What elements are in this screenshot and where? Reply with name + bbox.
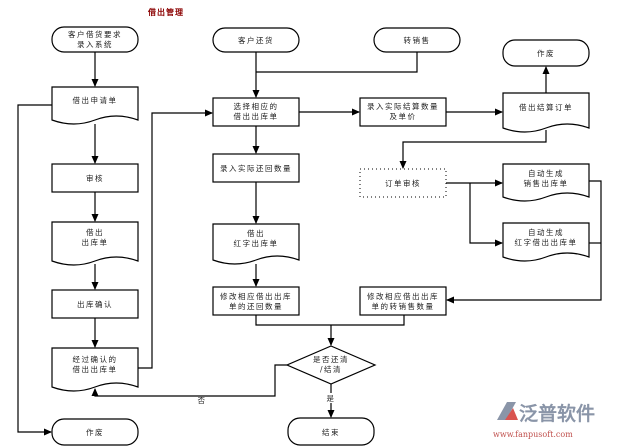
svg-text:及单价: 及单价	[390, 111, 417, 121]
svg-text:自动生成: 自动生成	[528, 168, 564, 178]
confirmed-document: 经过确认的 借出出库单	[51, 347, 139, 392]
return-terminator: 客户还货	[212, 27, 300, 53]
svg-text:单的转销售数量: 单的转销售数量	[372, 301, 435, 311]
mod-return-process: 修改相应借出出库 单的还回数量	[212, 286, 300, 316]
svg-text:录入实际还回数量: 录入实际还回数量	[220, 163, 292, 173]
svg-text:结束: 结束	[322, 427, 340, 437]
outbound-document: 借出 出库单	[51, 221, 139, 266]
svg-text:自动生成: 自动生成	[528, 227, 564, 237]
connectors	[17, 52, 602, 436]
svg-text:客户还货: 客户还货	[238, 35, 274, 45]
auto-sale-document: 自动生成 销售出库单	[502, 163, 590, 202]
svg-text:借出结算订单: 借出结算订单	[519, 102, 573, 112]
settle-input-process: 录入实际结算数量 及单价	[359, 97, 447, 127]
red-out-document: 借出 红字出库单	[212, 223, 300, 265]
svg-text:借出: 借出	[86, 227, 104, 237]
watermark-logo: 泛普软件 www.fanpusoft.com	[493, 402, 595, 439]
void-right-terminator: 作废	[502, 39, 590, 67]
svg-text:选择相应的: 选择相应的	[234, 101, 279, 111]
svg-text:借出出库单: 借出出库单	[73, 364, 118, 374]
svg-text:借出: 借出	[247, 228, 265, 238]
decision-diamond: 是否还清 /结清	[285, 345, 377, 385]
select-process: 选择相应的 借出出库单	[212, 97, 300, 127]
svg-text:出库确认: 出库确认	[77, 299, 113, 309]
svg-text:转销售: 转销售	[404, 35, 431, 45]
svg-text:单的还回数量: 单的还回数量	[229, 301, 283, 311]
svg-text:销售出库单: 销售出库单	[524, 178, 569, 188]
diagram-title: 借出管理	[147, 7, 184, 17]
auto-red-document: 自动生成 红字借出出库单	[502, 222, 590, 262]
audit-process: 审核	[51, 163, 139, 193]
svg-text:www.fanpusoft.com: www.fanpusoft.com	[493, 430, 573, 439]
svg-text:录入实际结算数量: 录入实际结算数量	[367, 101, 439, 111]
svg-text:经过确认的: 经过确认的	[73, 354, 118, 364]
void-left-terminator: 作废	[51, 418, 139, 446]
order-audit-process: 订单审核	[359, 168, 447, 198]
svg-text:客户借货要求: 客户借货要求	[68, 29, 122, 39]
svg-text:红字借出出库单: 红字借出出库单	[515, 237, 578, 247]
mod-sale-process: 修改相应借出出库 单的转销售数量	[359, 286, 447, 316]
confirm-process: 出库确认	[51, 289, 139, 319]
start-terminator: 客户借货要求 录入系统	[51, 26, 139, 53]
end-terminator: 结束	[287, 417, 375, 446]
to-sale-terminator: 转销售	[373, 27, 461, 53]
svg-text:/结清: /结清	[320, 364, 342, 374]
logo-icon	[497, 402, 516, 420]
svg-text:作废: 作废	[537, 48, 555, 58]
yes-label: 是	[327, 394, 336, 403]
svg-text:出库单: 出库单	[82, 237, 109, 247]
svg-text:修改相应借出出库: 修改相应借出出库	[220, 291, 292, 301]
svg-text:修改相应借出出库: 修改相应借出出库	[367, 291, 439, 301]
svg-text:作废: 作废	[86, 427, 104, 437]
apply-document: 借出申请单	[51, 86, 139, 125]
svg-text:审核: 审核	[86, 173, 104, 183]
return-qty-process: 录入实际还回数量	[212, 153, 300, 183]
svg-text:红字出库单: 红字出库单	[234, 238, 279, 248]
svg-text:借出出库单: 借出出库单	[234, 111, 279, 121]
no-label: 否	[198, 396, 207, 405]
svg-text:订单审核: 订单审核	[385, 178, 421, 188]
svg-text:泛普软件: 泛普软件	[519, 402, 595, 425]
svg-text:录入系统: 录入系统	[77, 39, 113, 49]
svg-text:借出申请单: 借出申请单	[73, 95, 118, 105]
svg-text:是否还清: 是否还清	[313, 354, 349, 364]
settle-order-document: 借出结算订单	[502, 92, 590, 133]
